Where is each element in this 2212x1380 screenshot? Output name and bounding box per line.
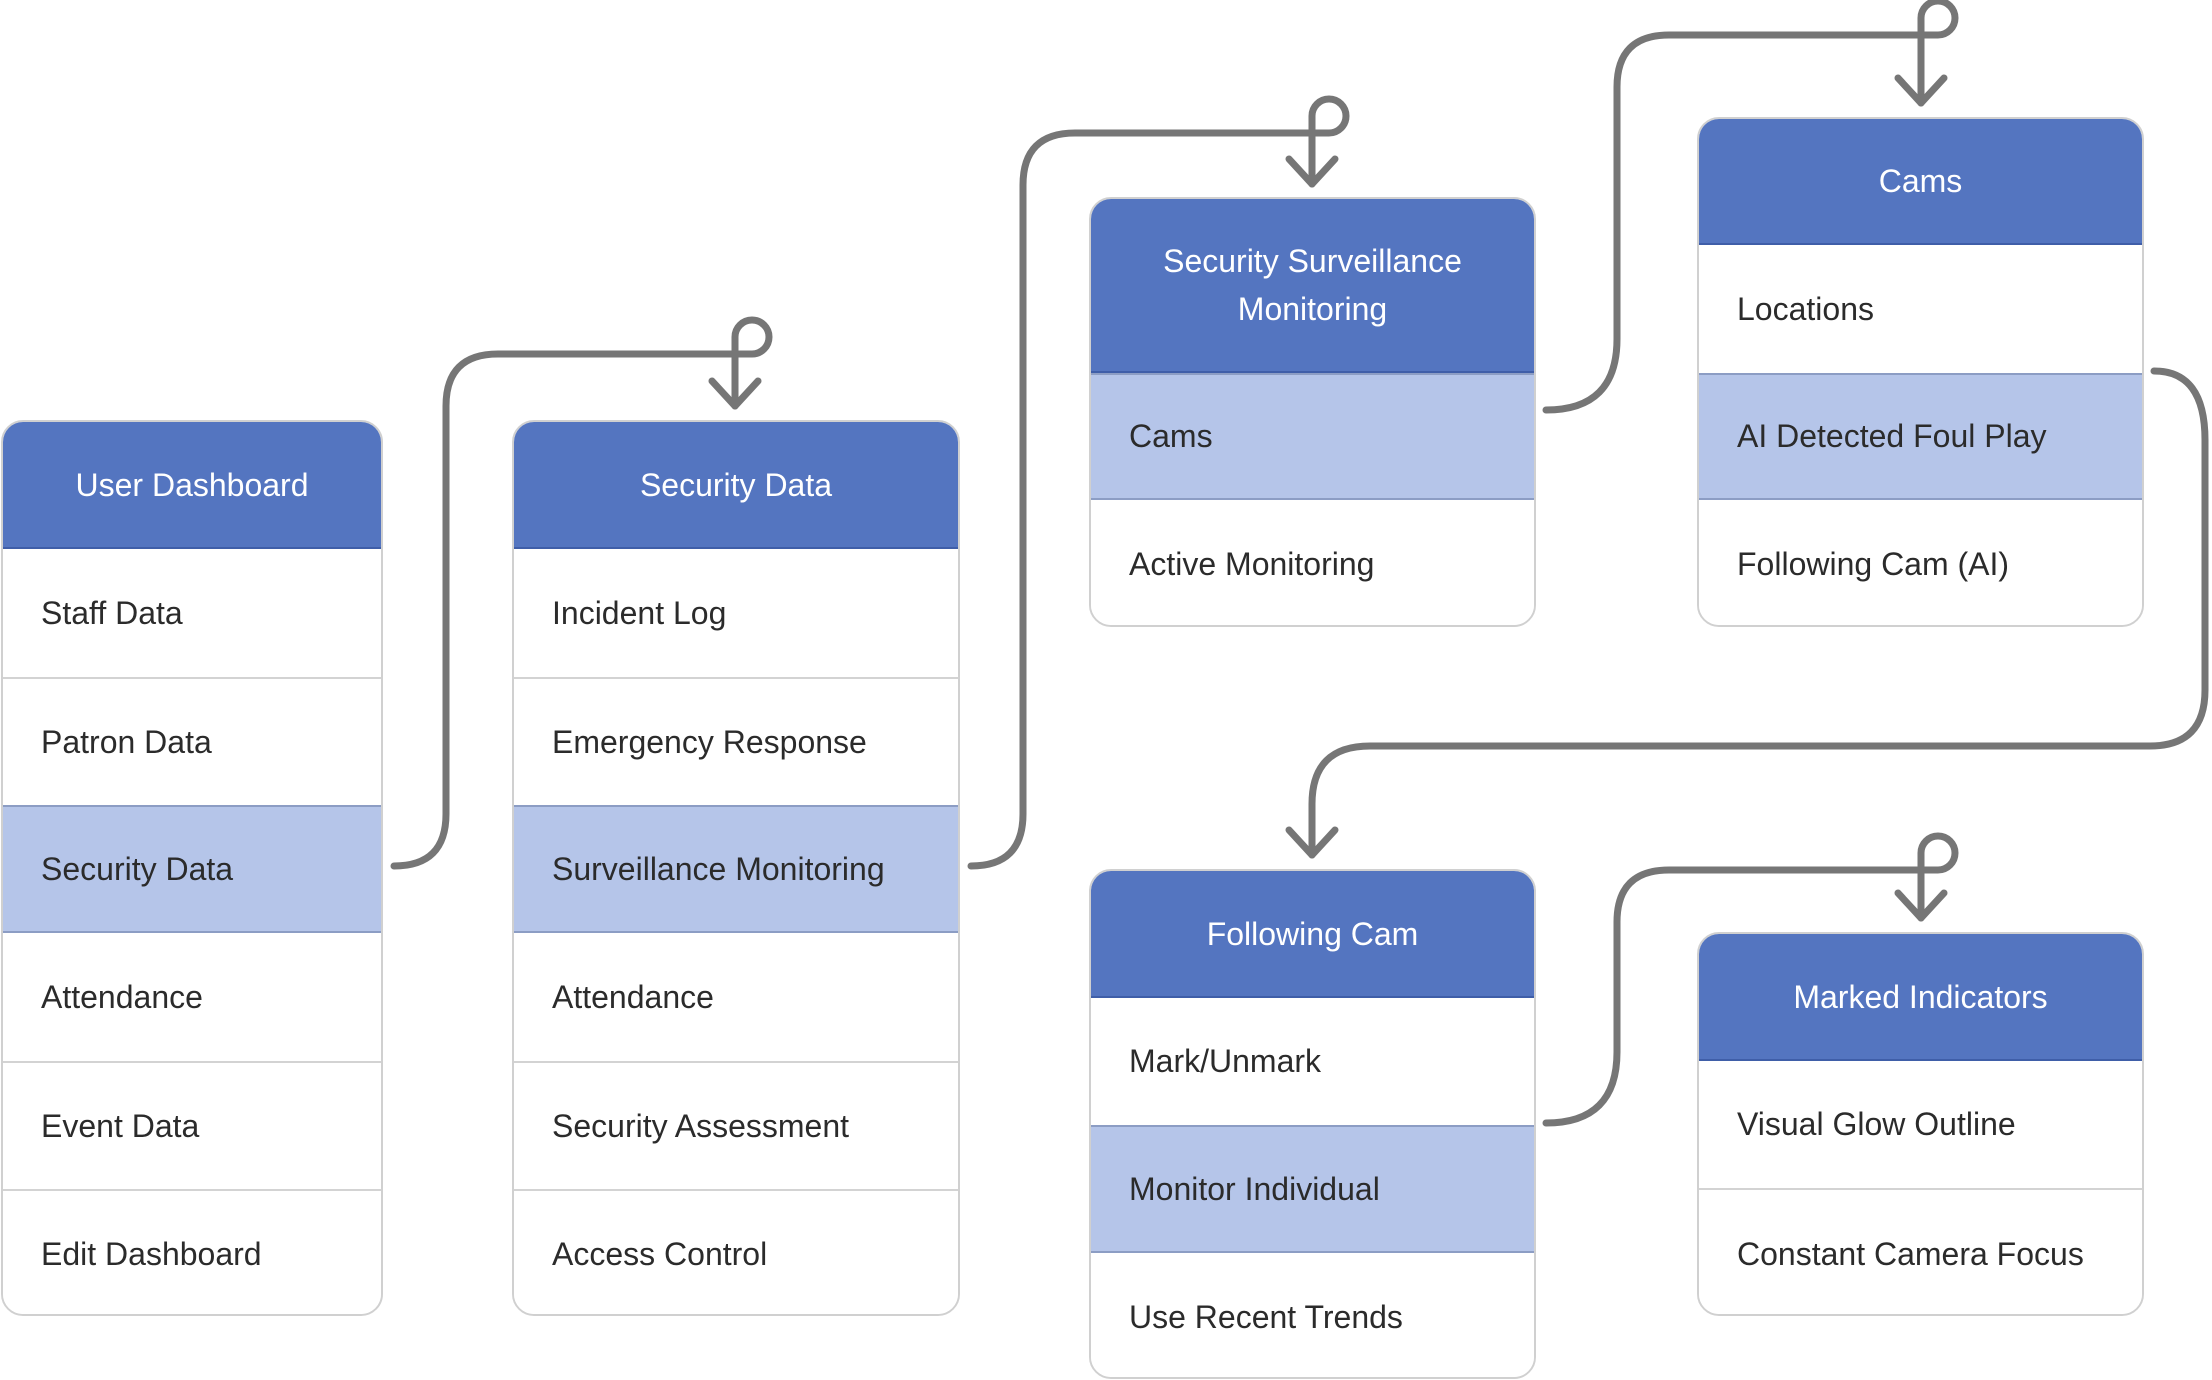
arrow-head-icon	[1285, 155, 1339, 188]
card-security-data: Security Data Incident Log Emergency Res…	[512, 420, 960, 1316]
arrow-head-icon	[708, 377, 762, 410]
list-item-locations[interactable]: Locations	[1699, 245, 2142, 373]
card-marked-indicators: Marked Indicators Visual Glow Outline Co…	[1697, 932, 2144, 1316]
list-item-emergency-response[interactable]: Emergency Response	[514, 677, 958, 805]
list-item-active-monitoring[interactable]: Active Monitoring	[1091, 500, 1534, 625]
card-following-cam: Following Cam Mark/Unmark Monitor Indivi…	[1089, 869, 1536, 1379]
card-header[interactable]: Security Data	[514, 422, 958, 549]
card-security-surveillance-monitoring: Security Surveillance Monitoring Cams Ac…	[1089, 197, 1536, 627]
list-item-following-cam-ai[interactable]: Following Cam (AI)	[1699, 500, 2142, 625]
card-header[interactable]: Following Cam	[1091, 871, 1534, 998]
card-header[interactable]: User Dashboard	[3, 422, 381, 549]
list-item-patron-data[interactable]: Patron Data	[3, 677, 381, 805]
list-item-security-data[interactable]: Security Data	[3, 805, 381, 933]
list-item-edit-dashboard[interactable]: Edit Dashboard	[3, 1189, 381, 1314]
list-item-mark-unmark[interactable]: Mark/Unmark	[1091, 998, 1534, 1125]
list-item-constant-camera-focus[interactable]: Constant Camera Focus	[1699, 1188, 2142, 1314]
list-item-ai-detected-foul-play[interactable]: AI Detected Foul Play	[1699, 373, 2142, 500]
list-item-visual-glow-outline[interactable]: Visual Glow Outline	[1699, 1061, 2142, 1188]
list-item-surveillance-monitoring[interactable]: Surveillance Monitoring	[514, 805, 958, 933]
list-item-monitor-individual[interactable]: Monitor Individual	[1091, 1125, 1534, 1253]
list-item-security-assessment[interactable]: Security Assessment	[514, 1061, 958, 1189]
list-item-cams[interactable]: Cams	[1091, 373, 1534, 500]
list-item-attendance[interactable]: Attendance	[3, 933, 381, 1061]
card-cams: Cams Locations AI Detected Foul Play Fol…	[1697, 117, 2144, 627]
list-item-staff-data[interactable]: Staff Data	[3, 549, 381, 677]
list-item-incident-log[interactable]: Incident Log	[514, 549, 958, 677]
list-item-event-data[interactable]: Event Data	[3, 1061, 381, 1189]
card-header[interactable]: Marked Indicators	[1699, 934, 2142, 1061]
arrow-head-icon	[1894, 889, 1948, 922]
card-user-dashboard: User Dashboard Staff Data Patron Data Se…	[1, 420, 383, 1316]
arrow-head-icon	[1894, 74, 1948, 107]
list-item-use-recent-trends[interactable]: Use Recent Trends	[1091, 1253, 1534, 1377]
card-header[interactable]: Cams	[1699, 119, 2142, 245]
list-item-access-control[interactable]: Access Control	[514, 1189, 958, 1314]
list-item-attendance[interactable]: Attendance	[514, 933, 958, 1061]
card-header[interactable]: Security Surveillance Monitoring	[1091, 199, 1534, 373]
arrow-head-icon	[1285, 826, 1339, 859]
